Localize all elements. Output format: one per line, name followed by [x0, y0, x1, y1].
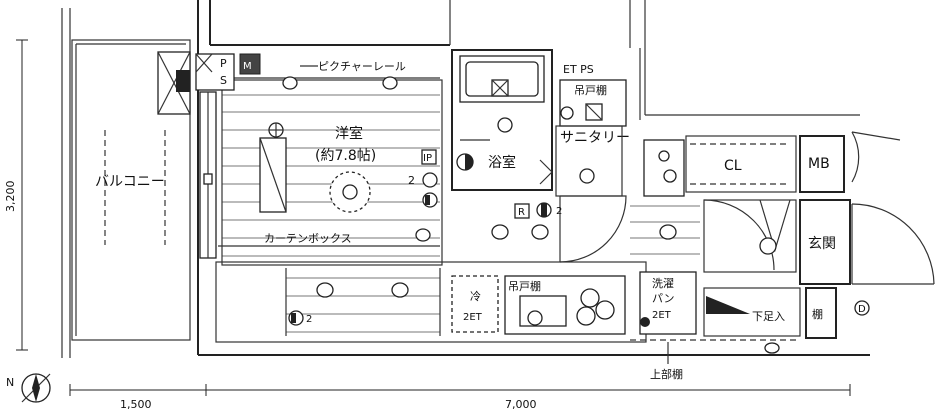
shelf: 棚	[805, 287, 837, 339]
closet-label: CL	[724, 158, 742, 174]
ac-unit-icon	[157, 51, 191, 115]
door-swing	[559, 195, 627, 263]
upper-shelf-label: 上部棚	[650, 367, 683, 381]
meter-box: M	[239, 53, 261, 75]
dimension-vertical-label: 3,200	[4, 181, 17, 213]
sanitary-cabinet: 吊戸棚	[559, 79, 627, 127]
r-box	[514, 203, 530, 219]
mb-box: MB	[799, 131, 901, 193]
curtain-box-label: カーテンボックス	[264, 232, 352, 245]
entrance: 玄関	[799, 199, 935, 285]
closet: CL	[685, 135, 797, 193]
doorbell-icon	[854, 300, 870, 316]
exterior-walls	[197, 0, 870, 356]
sanitary-label: サニタリー	[560, 130, 630, 146]
kitchen-hanging-cabinet: 吊戸棚	[508, 279, 541, 293]
ps-label-top: P	[220, 57, 227, 70]
fridge-2et: 2ET	[463, 312, 483, 323]
compass-icon: N	[6, 373, 51, 403]
bathroom: 浴室	[451, 49, 553, 191]
ps-box: P S	[195, 53, 235, 91]
fridge: 冷 2ET	[451, 275, 499, 333]
dimension-horizontal-right: 7,000	[505, 398, 537, 411]
kitchen-floor	[286, 277, 440, 333]
western-room-outline	[221, 79, 443, 266]
picture-rail-label: ピクチャーレール	[318, 60, 406, 73]
outlet-icon	[422, 172, 438, 188]
balcony: バルコニー	[71, 39, 191, 341]
ip-label: IP	[423, 153, 432, 164]
shoe-box: 下足入	[703, 287, 801, 337]
et-ps-label: ET PS	[563, 63, 594, 76]
washer-label-2: パン	[652, 292, 675, 305]
western-room-label: 洋室	[335, 125, 363, 142]
western-room-floor	[222, 94, 440, 257]
compass-north: N	[6, 376, 14, 389]
ip-box	[421, 149, 437, 165]
mb-label: MB	[808, 156, 830, 172]
washer-label-1: 洗濯	[652, 277, 674, 290]
balcony-label: バルコニー	[95, 174, 165, 190]
entrance-inner-door	[703, 199, 797, 273]
washbasin	[643, 139, 685, 197]
fridge-label: 冷	[470, 290, 481, 303]
kitchen-counter: 吊戸棚	[504, 275, 626, 335]
washer-pan: 洗濯 パン 2ET	[639, 271, 697, 335]
r-label: R	[518, 207, 525, 218]
entrance-label: 玄関	[808, 235, 836, 252]
window-frame	[199, 91, 217, 259]
shoe-box-label: 下足入	[752, 310, 785, 323]
bathroom-label: 浴室	[488, 154, 516, 171]
hanging-cabinet-label: 吊戸棚	[574, 83, 607, 97]
shelf-label: 棚	[812, 307, 823, 321]
ps-label-bottom: S	[220, 74, 227, 87]
washer-2et: 2ET	[652, 310, 672, 321]
doorbell-label: D	[858, 304, 866, 315]
western-room-size: (約7.8帖)	[315, 148, 376, 164]
dimension-horizontal-left: 1,500	[120, 398, 152, 411]
dimension-horizontal: 1,500 7,000	[69, 384, 851, 411]
outlet-count-room: 2	[408, 174, 415, 187]
meter-box-label: M	[243, 61, 252, 72]
outlet-count-r: 2	[556, 206, 562, 217]
ceiling-light-icon	[268, 76, 398, 213]
outlet-count-left: 2	[306, 314, 312, 325]
dimension-vertical: 3,200	[4, 39, 28, 351]
